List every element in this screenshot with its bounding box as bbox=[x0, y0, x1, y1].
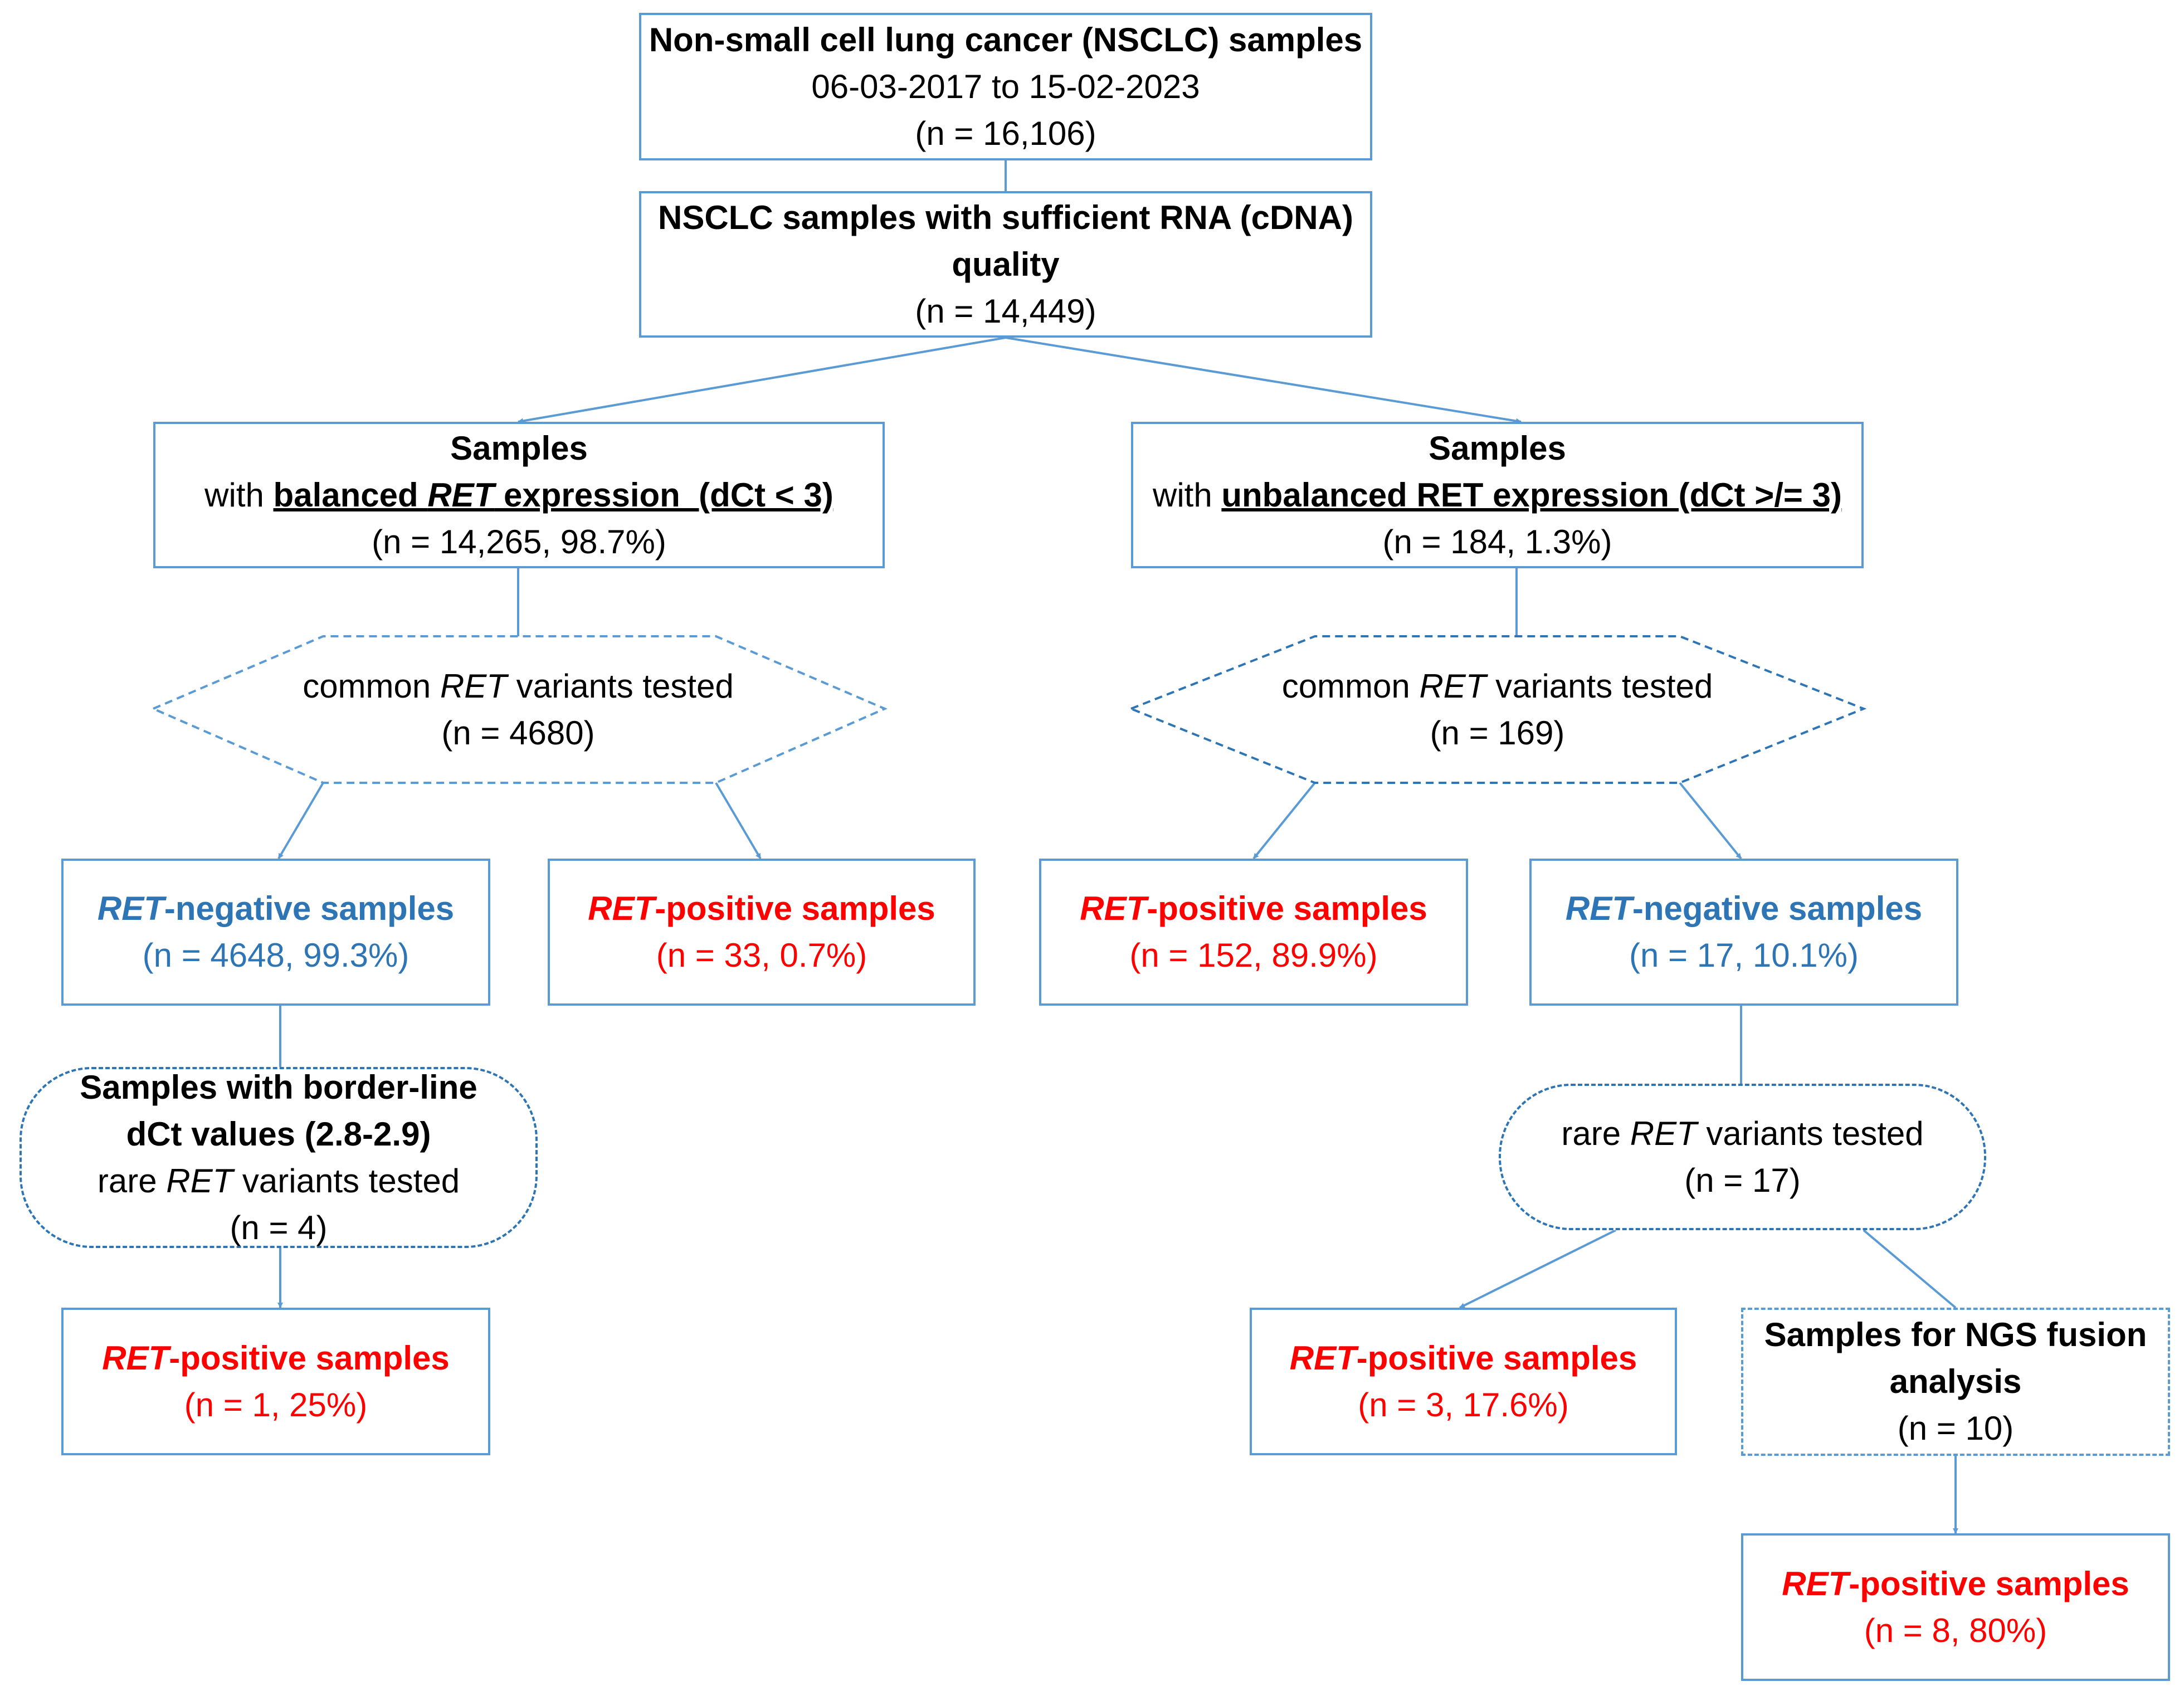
node-title: Samples bbox=[450, 429, 588, 467]
hexagon-label-right: common RET variants tested (n = 169) bbox=[1134, 663, 1861, 757]
node-sufficient-rna-quality: NSCLC samples with sufficient RNA (cDNA)… bbox=[639, 191, 1372, 338]
node-count: (n = 16,106) bbox=[915, 114, 1096, 152]
node-title-line2: dCt values (2.8-2.9) bbox=[126, 1115, 431, 1153]
node-title: RET-positive samples bbox=[1080, 890, 1427, 927]
node-count: (n = 1, 25%) bbox=[184, 1386, 368, 1424]
node-title: RET-positive samples bbox=[1782, 1565, 2129, 1602]
node-ret-positive-balanced: RET-positive samples (n = 33, 0.7%) bbox=[548, 859, 976, 1006]
node-ret-positive-borderline: RET-positive samples (n = 1, 25%) bbox=[61, 1308, 490, 1455]
decision-hexagon-common-variants-left bbox=[150, 635, 888, 784]
node-criteria: with balanced RET expression (dCt < 3) bbox=[204, 476, 833, 514]
node-title-line1: Samples for NGS fusion bbox=[1764, 1316, 2147, 1353]
node-title: rare RET variants tested bbox=[1561, 1114, 1924, 1152]
node-count: (n = 169) bbox=[1430, 714, 1565, 752]
node-title: Non-small cell lung cancer (NSCLC) sampl… bbox=[649, 21, 1363, 59]
node-unbalanced-ret-expression: Samples with unbalanced RET expression (… bbox=[1131, 422, 1864, 568]
connector-rare-to-ngs bbox=[1863, 1229, 1957, 1309]
node-title: Samples bbox=[1429, 429, 1566, 467]
decision-hexagon-common-variants-right bbox=[1128, 635, 1867, 784]
node-rare-variants-tested: rare RET variants tested (n = 17) bbox=[1499, 1084, 1986, 1230]
node-count: (n = 152, 89.9%) bbox=[1129, 937, 1378, 974]
node-title: RET-negative samples bbox=[97, 890, 455, 927]
node-ret-positive-ngs: RET-positive samples (n = 8, 80%) bbox=[1741, 1533, 2170, 1681]
node-count: (n = 10) bbox=[1897, 1410, 2014, 1447]
node-ret-negative-unbalanced: RET-negative samples (n = 17, 10.1%) bbox=[1529, 859, 1958, 1006]
arrow-rna-to-balanced bbox=[518, 337, 1006, 424]
node-count: (n = 14,449) bbox=[915, 292, 1096, 330]
node-title-line1: Samples with border-line bbox=[80, 1068, 477, 1106]
node-count: (n = 8, 80%) bbox=[1864, 1611, 2048, 1649]
node-title: RET-positive samples bbox=[102, 1339, 450, 1377]
node-count: (n = 17) bbox=[1684, 1161, 1801, 1199]
node-count: (n = 33, 0.7%) bbox=[656, 937, 867, 974]
node-count: (n = 4) bbox=[230, 1208, 328, 1246]
node-title: RET-negative samples bbox=[1565, 890, 1923, 927]
node-title-line1: NSCLC samples with sufficient RNA (cDNA) bbox=[658, 198, 1353, 236]
node-count: (n = 17, 10.1%) bbox=[1629, 937, 1859, 974]
node-title-line2: quality bbox=[952, 245, 1060, 283]
node-ngs-fusion-analysis: Samples for NGS fusion analysis (n = 10) bbox=[1741, 1308, 2170, 1456]
arrow-hex-left-to-positive bbox=[715, 782, 762, 860]
node-count: (n = 4680) bbox=[441, 714, 595, 752]
node-ret-positive-unbalanced: RET-positive samples (n = 152, 89.9%) bbox=[1039, 859, 1468, 1006]
node-criteria: with unbalanced RET expression (dCt >/= … bbox=[1153, 476, 1842, 514]
node-balanced-ret-expression: Samples with balanced RET expression (dC… bbox=[153, 422, 885, 568]
node-ret-negative-balanced: RET-negative samples (n = 4648, 99.3%) bbox=[61, 859, 490, 1006]
node-count: (n = 3, 17.6%) bbox=[1358, 1386, 1569, 1424]
node-count: (n = 184, 1.3%) bbox=[1382, 523, 1612, 561]
node-count: (n = 4648, 99.3%) bbox=[142, 937, 410, 974]
arrow-hex-left-to-negative bbox=[277, 782, 324, 860]
node-title: RET-positive samples bbox=[1289, 1339, 1637, 1377]
arrow-rare-to-positive bbox=[1459, 1229, 1616, 1309]
node-title-line2: analysis bbox=[1889, 1363, 2022, 1400]
arrow-rna-to-unbalanced bbox=[1005, 337, 1522, 424]
arrow-hex-right-to-negative bbox=[1679, 782, 1742, 860]
node-count: (n = 14,265, 98.7%) bbox=[372, 523, 666, 561]
node-subtitle: rare RET variants tested bbox=[97, 1162, 460, 1200]
node-ret-positive-rare-variants: RET-positive samples (n = 3, 17.6%) bbox=[1250, 1308, 1677, 1455]
node-title: RET-positive samples bbox=[588, 890, 935, 927]
node-borderline-dct-rare-variants: Samples with border-line dCt values (2.8… bbox=[20, 1067, 538, 1248]
node-total-nsclc-samples: Non-small cell lung cancer (NSCLC) sampl… bbox=[639, 13, 1372, 160]
node-date-range: 06-03-2017 to 15-02-2023 bbox=[811, 67, 1200, 105]
hexagon-label-left: common RET variants tested (n = 4680) bbox=[156, 663, 880, 757]
arrow-hex-right-to-positive bbox=[1252, 782, 1316, 860]
